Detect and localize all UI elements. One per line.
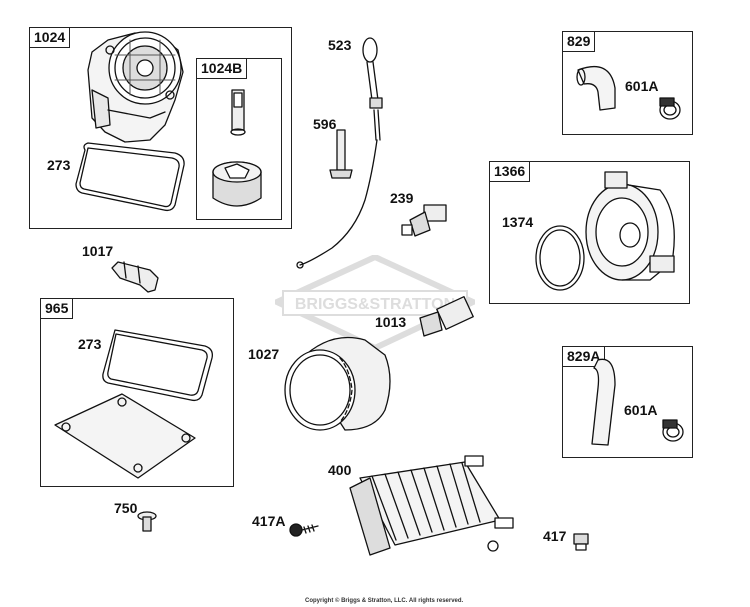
part-box-1024b: 1024B — [196, 58, 282, 220]
o-ring-1374-icon — [535, 225, 585, 291]
clip-1017-icon — [111, 261, 159, 293]
watermark-text: BRIGGS&STRATTON — [295, 296, 455, 313]
label-1374: 1374 — [502, 214, 534, 230]
label-273-bottom: 273 — [78, 336, 102, 352]
part-box-1024: 1024 — [29, 27, 292, 229]
oil-cooler-icon — [349, 455, 514, 556]
cooler-adapter-icon — [585, 171, 675, 281]
part-box-829a: 829A — [562, 346, 693, 458]
label-417: 417 — [543, 528, 567, 544]
screw-417-icon — [573, 533, 589, 551]
label-1013: 1013 — [375, 314, 407, 330]
label-273-top: 273 — [47, 157, 71, 173]
label-596: 596 — [313, 116, 337, 132]
part-box-965: 965 — [40, 298, 234, 487]
rotor-shaft-icon — [230, 89, 246, 136]
plate-965-icon — [54, 393, 196, 479]
oil-pump-icon — [87, 31, 184, 143]
screw-750-icon — [137, 511, 157, 532]
screw-417a-icon — [289, 523, 319, 537]
part-box-1366: 1366 — [489, 161, 690, 304]
box-tag-965: 965 — [40, 298, 74, 319]
bolt-596-icon — [329, 129, 353, 179]
label-750: 750 — [114, 500, 138, 516]
gasket-273-icon — [75, 142, 185, 212]
label-601a-top: 601A — [625, 78, 659, 94]
label-523: 523 — [328, 37, 352, 53]
oil-filter-icon — [284, 336, 391, 431]
hose-829a-icon — [591, 358, 616, 446]
label-1017: 1017 — [82, 243, 114, 259]
clamp-601a-top-icon — [659, 97, 681, 120]
label-1027: 1027 — [248, 346, 280, 362]
box-tag-1366: 1366 — [489, 161, 531, 182]
copyright-notice: Copyright © Briggs & Stratton, LLC. All … — [305, 598, 464, 604]
box-tag-829a: 829A — [562, 346, 606, 367]
label-239: 239 — [390, 190, 414, 206]
briggs-stratton-watermark: BRIGGS&STRATTON — [275, 255, 475, 350]
pressure-switch-icon — [401, 204, 447, 237]
gasket-965-icon — [102, 329, 213, 402]
label-601a-bottom: 601A — [624, 402, 658, 418]
clamp-601a-bottom-icon — [662, 419, 684, 442]
label-400: 400 — [328, 462, 352, 478]
box-tag-1024: 1024 — [29, 27, 71, 48]
rotor-icon — [212, 161, 262, 207]
adapter-1013-icon — [419, 296, 474, 337]
dipstick-icon — [296, 37, 383, 269]
box-tag-1024b: 1024B — [196, 58, 248, 79]
box-tag-829: 829 — [562, 31, 596, 52]
hose-829-icon — [577, 65, 616, 111]
part-box-829: 829 — [562, 31, 693, 135]
label-417a: 417A — [252, 513, 286, 529]
